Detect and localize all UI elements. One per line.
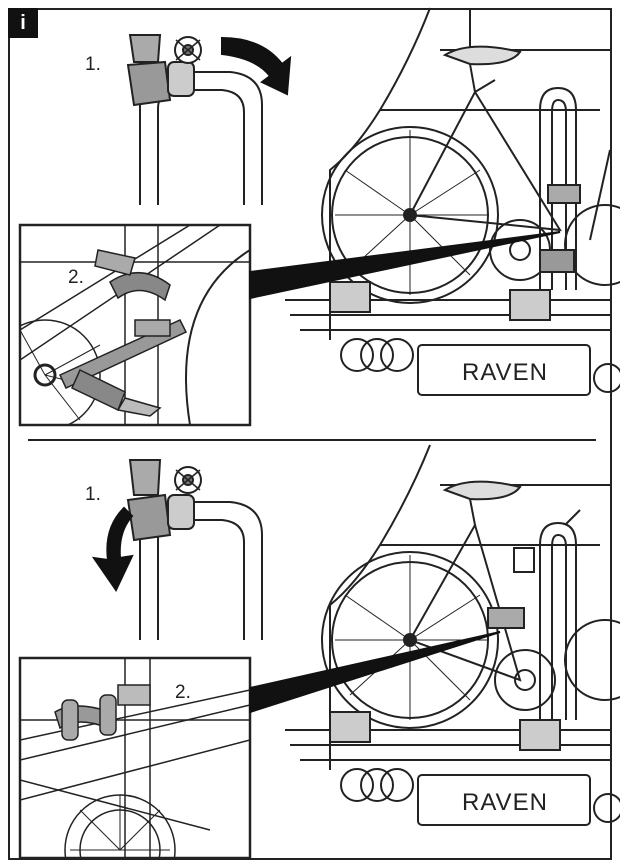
strap-clamp-bottom (126, 459, 202, 542)
rack-platform-top (285, 281, 620, 393)
bottom-plate-text: RAVEN (462, 789, 548, 816)
bottom-step1-label: 1. (85, 484, 101, 505)
bottom-step2-label: 2. (175, 682, 191, 703)
top-step2-label: 2. (68, 267, 84, 288)
top-panel (18, 7, 620, 427)
inset-frame-top (18, 223, 252, 427)
inset-pointer-top (249, 231, 561, 300)
page-frame (8, 8, 612, 860)
strap-clamp-top (126, 34, 202, 107)
rack-posts-bottom (487, 509, 581, 720)
rotate-arrow-top (221, 36, 292, 96)
inset-frame-bottom (18, 656, 252, 860)
bike-top (321, 45, 620, 304)
inset-pointer-bottom (249, 631, 501, 714)
bottom-panel (18, 444, 620, 860)
release-arrow-bottom (91, 506, 134, 593)
top-plate-text: RAVEN (462, 359, 548, 386)
rack-posts-top (539, 86, 611, 290)
top-step1-label: 1. (85, 54, 101, 75)
license-plate-bottom (417, 774, 591, 826)
info-badge: i (8, 8, 38, 38)
license-plate-top (417, 344, 591, 396)
rack-platform-bottom (285, 711, 620, 823)
inset-detail-top (20, 225, 250, 425)
inset-detail-bottom (20, 658, 250, 858)
